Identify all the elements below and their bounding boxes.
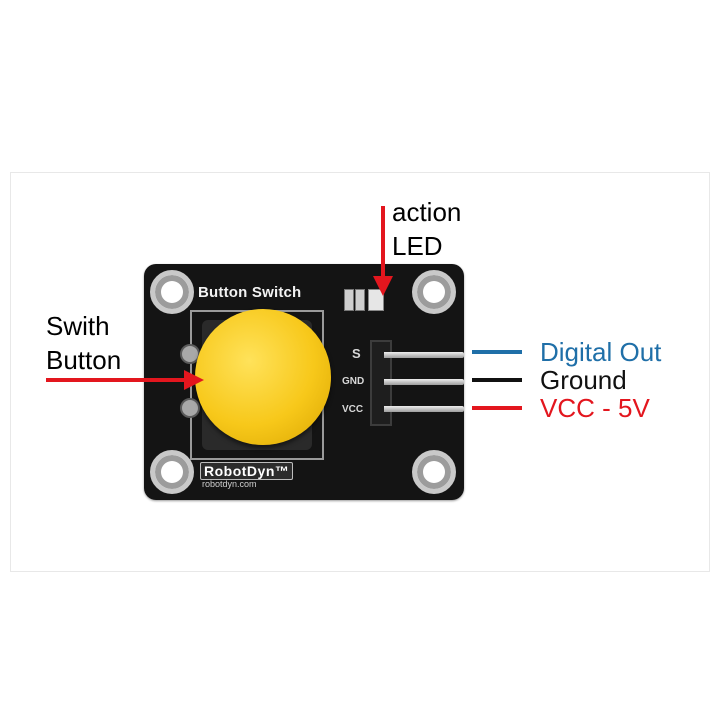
pin-label-s: S	[352, 346, 361, 361]
pin-label-vcc: VCC	[342, 404, 364, 415]
button-annotation-line2: Button	[46, 345, 122, 375]
led-pad-mid	[355, 289, 365, 311]
button-annotation-line1: Swith	[46, 311, 110, 341]
pcb-board: Button Switch S GND VCC RobotDyn™ robotd…	[144, 264, 464, 500]
mounting-hole-bottom-right	[412, 450, 456, 494]
mounting-hole-top-right	[412, 270, 456, 314]
push-button-cap	[195, 309, 331, 445]
ground-wire	[472, 378, 522, 382]
button-arrow-head	[184, 370, 204, 390]
mounting-hole-top-left	[150, 270, 194, 314]
led-annotation-line1: action	[392, 197, 462, 227]
board-title: Button Switch	[198, 284, 302, 301]
robotdyn-url: robotdyn.com	[202, 479, 257, 489]
vcc-wire	[472, 406, 522, 410]
ground-label: Ground	[540, 365, 627, 395]
led-pad-left	[344, 289, 354, 311]
led-annotation-line2: LED	[392, 231, 443, 261]
vcc-label: VCC - 5V	[540, 393, 650, 423]
mounting-hole-bottom-left	[150, 450, 194, 494]
button-lead-bottom	[180, 398, 200, 418]
led-chip	[368, 289, 384, 311]
pin-label-gnd: GND	[342, 376, 365, 387]
header-pin-signal	[384, 352, 464, 358]
action-led-component	[344, 286, 390, 314]
robotdyn-logo: RobotDyn™	[200, 462, 294, 480]
header-pin-ground	[384, 379, 464, 385]
digital-out-label: Digital Out	[540, 337, 662, 367]
digital-out-wire	[472, 350, 522, 354]
led-arrow-head	[373, 276, 393, 296]
header-pin-vcc	[384, 406, 464, 412]
